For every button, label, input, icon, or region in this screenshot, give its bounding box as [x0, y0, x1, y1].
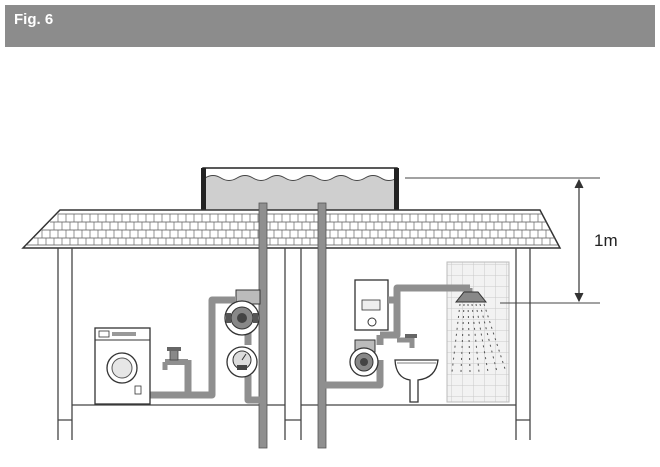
circulation-pump-icon: [349, 339, 379, 377]
faucet-icon: [162, 347, 188, 370]
left-room-pipes: [150, 296, 262, 404]
wash-basin-icon: [394, 359, 439, 403]
faucet-icon: [397, 334, 417, 348]
dimension-label: 1m: [594, 231, 618, 250]
shower-wall-tiles: [446, 261, 510, 403]
circulation-pump-icon: [224, 289, 261, 336]
figure-header-bar: Fig. 6: [5, 5, 655, 47]
washing-machine-icon: [94, 327, 151, 405]
water-meter-icon: [226, 346, 258, 378]
water-heater-icon: [354, 279, 389, 331]
supply-pipes: [258, 202, 327, 449]
figure-label: Fig. 6: [14, 11, 54, 28]
water-tank-icon: [201, 167, 399, 213]
height-dimension: 1m: [405, 177, 618, 304]
roof-icon: [21, 209, 562, 249]
building-walls: [57, 248, 531, 440]
right-room-pipes: [322, 284, 470, 389]
shower-head-icon: [454, 288, 488, 303]
